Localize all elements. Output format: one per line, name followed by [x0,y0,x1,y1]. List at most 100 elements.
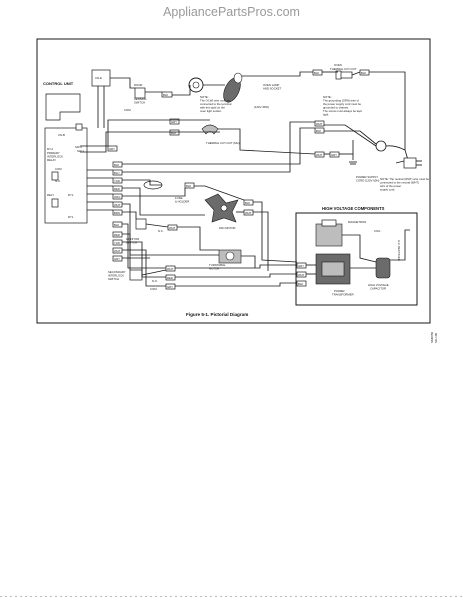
monitor-switch: MONITOR SWITCH N.C. [126,218,164,245]
diagram-border [36,38,431,324]
svg-text:FAN MOTOR: FAN MOTOR [219,226,236,230]
svg-text:The screw must always be kept: The screw must always be kept [323,109,362,113]
svg-text:AND SOCKET: AND SOCKET [263,87,281,91]
fan-motor: FAN MOTOR [204,193,239,230]
ry1-no-label: N.O. [55,179,61,183]
connector-cn-e: CN-E [95,76,102,80]
svg-text:WHT: WHT [316,153,323,157]
svg-text:FUSE: FUSE [175,196,183,200]
svg-text:MONITOR: MONITOR [126,237,139,241]
svg-text:RED: RED [114,187,120,191]
svg-text:GRY: GRY [114,257,120,261]
svg-text:OVEN: OVEN [334,63,342,67]
svg-text:NOTE:: NOTE: [323,95,332,99]
svg-text:WHT: WHT [298,273,305,277]
wires [80,71,410,287]
control-unit-label: CONTROL UNIT [43,81,74,86]
svg-text:SECONDARY: SECONDARY [108,270,126,274]
svg-text:connected to the terminal: connected to the terminal [200,102,232,106]
svg-text:with thin gold on the: with thin gold on the [200,106,225,110]
svg-text:oven light socket.: oven light socket. [200,109,222,113]
svg-text:RED: RED [114,233,120,237]
svg-text:COIL: COIL [374,229,381,233]
sw1-label: SW-1 [77,149,84,153]
svg-text:SWITCH: SWITCH [126,241,137,245]
thermal-cutout-mg: THERMAL CUT-OUT (MG) [201,124,240,145]
site-watermark: AppliancePartsPros.com [163,5,300,19]
svg-text:HIGH VOLTAGE: HIGH VOLTAGE [368,283,389,287]
svg-text:BLK: BLK [316,129,321,133]
power-transformer: POWER TRANSFORMER [315,253,354,297]
svg-text:MOTOR: MOTOR [209,267,219,271]
svg-text:SWITCH: SWITCH [108,277,119,281]
svg-text:COM.: COM. [124,108,132,112]
svg-text:NOTE:: NOTE: [200,95,209,99]
svg-text:DOOR: DOOR [134,83,142,87]
rely-label: RELY [47,193,54,197]
svg-text:BLK: BLK [298,282,303,286]
svg-text:INTERLOCK: INTERLOCK [108,274,124,278]
svg-text:OVEN LAMP: OVEN LAMP [263,83,279,87]
svg-text:GRY: GRY [331,153,337,157]
hv-rectifier: H.V. RECTIFIER [397,240,401,261]
hv-title: HIGH VOLTAGE COMPONENTS [322,206,385,211]
svg-text:BLK: BLK [245,201,250,205]
svg-text:GRY: GRY [109,147,115,151]
svg-text:INTERLOCK: INTERLOCK [47,155,63,159]
svg-text:WHT: WHT [245,211,252,215]
svg-text:YLW: YLW [114,241,120,245]
connector-cn-b: CN-B [58,133,65,137]
svg-text:WHT: WHT [316,122,323,126]
relay-ry2: RY-2 [47,147,54,151]
svg-text:supply cord.: supply cord. [380,188,395,192]
figure-caption: Figure 5-1. Pictorial Diagram [186,312,248,317]
svg-text:ORG: ORG [114,195,120,199]
fan-thermal-device [188,77,204,93]
side-code-2: SD-100 [434,332,438,343]
note-oven-lamp: NOTE: The (YLW) wire must be connected t… [200,95,232,113]
turntable-motor: TURNTABLE MOTOR [209,249,242,271]
svg-text:NOTE: The neutral (WHT) wire m: NOTE: The neutral (WHT) wire must be [380,177,430,181]
svg-text:BLK: BLK [314,71,319,75]
svg-text:GRY: GRY [298,264,304,268]
svg-text:YLW: YLW [114,179,120,183]
svg-text:N.C.: N.C. [158,229,164,233]
svg-text:SWITCH: SWITCH [134,101,145,105]
svg-text:POWER: POWER [334,289,345,293]
svg-text:RELAY: RELAY [47,158,56,162]
svg-text:WHT: WHT [114,249,121,253]
svg-text:grounded to chassis.: grounded to chassis. [323,106,349,110]
oven-thermal-cutout: OVEN THERMAL CUT-OUT [330,63,357,80]
svg-text:RED: RED [167,276,173,280]
svg-text:PRIMARY: PRIMARY [47,151,60,155]
svg-text:TURNTABLE: TURNTABLE [209,263,226,267]
svg-text:wire of the power: wire of the power [380,184,401,188]
svg-text:BLU: BLU [114,171,119,175]
control-unit: CONTROL UNIT CN-B RY-2 PRIMARY INTERLOCK… [43,69,111,224]
svg-text:BLK: BLK [171,131,176,135]
svg-text:SENSING: SENSING [134,97,147,101]
side-code-1: SM0050 [430,331,434,343]
svg-text:WHT: WHT [169,226,176,230]
ry1-label: RY1 [68,193,74,197]
svg-text:GRY: GRY [171,120,177,124]
svg-text:THERMAL CUT-OUT: THERMAL CUT-OUT [330,67,357,71]
fuse-and-holder: FUSE & HOLDER [143,180,189,204]
wire-tags: BLK BLK WHT BLK WHT GRY GRY BLK GRY BLK … [107,69,370,290]
svg-text:The (YLW) wire must be: The (YLW) wire must be [200,99,230,103]
svg-text:RY1: RY1 [68,215,74,219]
svg-text:BLK: BLK [361,71,366,75]
bottom-divider [0,596,463,597]
svg-text:BLK: BLK [186,184,191,188]
svg-text:BRN: BRN [114,211,120,215]
svg-text:TRANSFORMER: TRANSFORMER [332,293,354,297]
svg-text:BLK: BLK [114,223,119,227]
svg-text:connected to the neutral (WHT): connected to the neutral (WHT) [380,181,419,185]
ry1-com-label: COM [55,167,62,171]
oven-lamp-and-socket: OVEN LAMP AND SOCKET (120V 40W) [223,72,281,109]
svg-text:POWER SUPPLY: POWER SUPPLY [356,175,378,179]
svg-text:THERMAL CUT-OUT (MG): THERMAL CUT-OUT (MG) [206,141,240,145]
svg-text:tight.: tight. [323,113,329,117]
sw2-label: SW-2 [75,145,82,149]
